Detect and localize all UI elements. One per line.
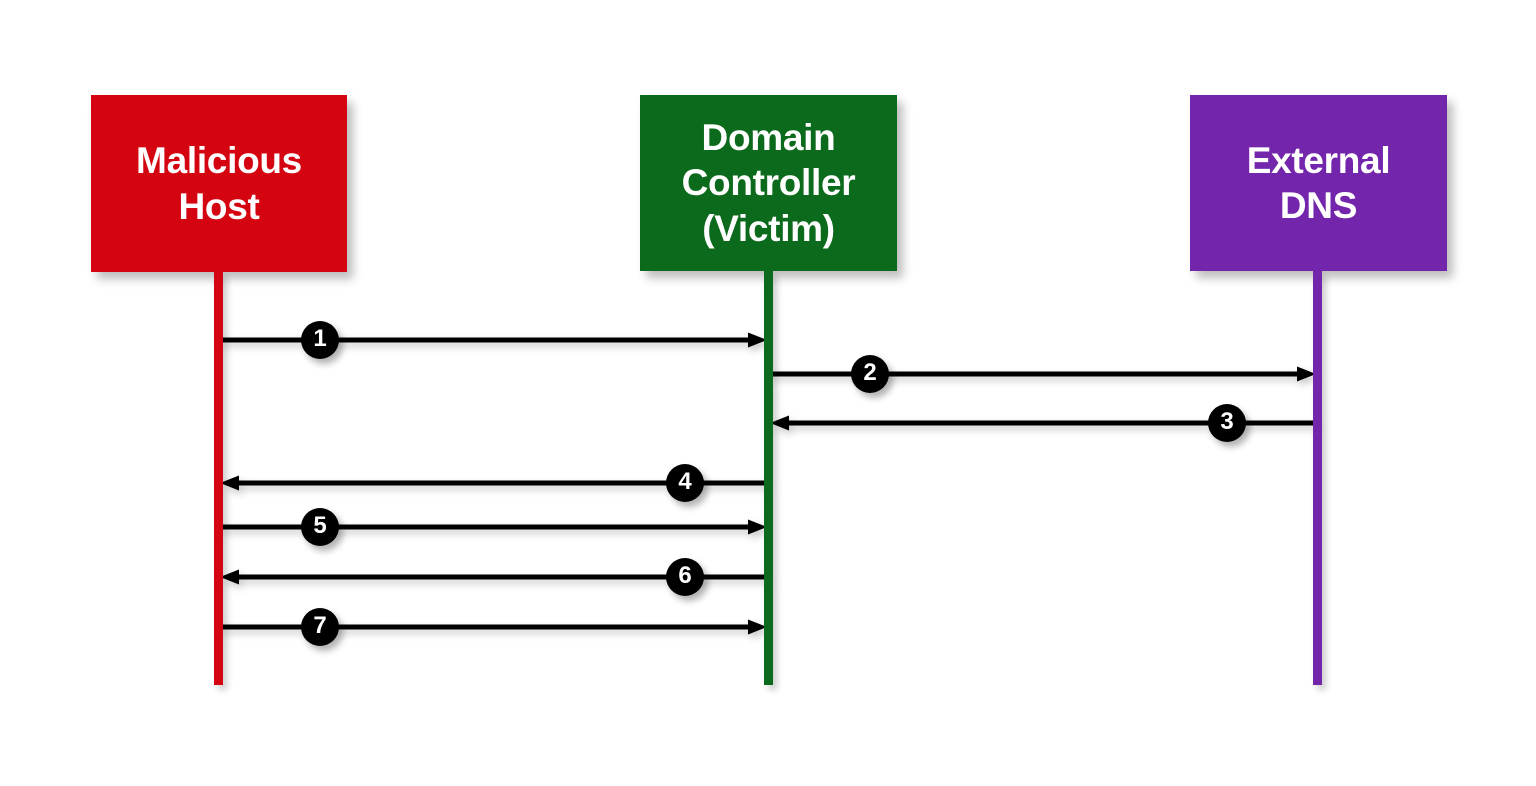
lifeline-domain-controller bbox=[764, 271, 773, 685]
sequence-badge-label: 5 bbox=[313, 512, 327, 539]
actor-box-domain-controller[interactable]: Domain Controller (Victim) bbox=[640, 95, 897, 271]
message-arrowhead-7 bbox=[748, 619, 767, 635]
actor-box-external-dns[interactable]: External DNS bbox=[1190, 95, 1447, 271]
actor-label-malicious-host: Malicious Host bbox=[136, 140, 302, 227]
message-arrowhead-3 bbox=[770, 415, 789, 431]
sequence-badge-6[interactable]: 6 bbox=[666, 558, 704, 596]
message-arrowhead-1 bbox=[748, 332, 767, 348]
sequence-badge-label: 1 bbox=[313, 325, 327, 352]
sequence-badge-7[interactable]: 7 bbox=[301, 608, 339, 646]
sequence-badge-label: 4 bbox=[678, 468, 692, 495]
sequence-badge-label: 2 bbox=[863, 359, 877, 386]
actor-label-external-dns: External DNS bbox=[1246, 139, 1391, 226]
sequence-badge-3[interactable]: 3 bbox=[1208, 404, 1246, 442]
sequence-badge-2[interactable]: 2 bbox=[851, 355, 889, 393]
sequence-badge-label: 6 bbox=[678, 562, 692, 589]
sequence-badge-4[interactable]: 4 bbox=[666, 464, 704, 502]
actor-box-malicious-host[interactable]: Malicious Host bbox=[91, 95, 347, 272]
lifeline-external-dns bbox=[1313, 271, 1322, 685]
sequence-badge-label: 3 bbox=[1220, 408, 1234, 435]
actor-label-domain-controller: Domain Controller (Victim) bbox=[681, 117, 856, 249]
message-arrowhead-6 bbox=[220, 569, 239, 585]
sequence-badge-1[interactable]: 1 bbox=[301, 321, 339, 359]
lifeline-malicious-host bbox=[214, 272, 223, 685]
sequence-badge-label: 7 bbox=[313, 612, 327, 639]
sequence-badge-5[interactable]: 5 bbox=[301, 508, 339, 546]
message-arrowhead-5 bbox=[748, 519, 767, 535]
message-arrowhead-2 bbox=[1297, 366, 1316, 382]
message-arrowhead-4 bbox=[220, 475, 239, 491]
